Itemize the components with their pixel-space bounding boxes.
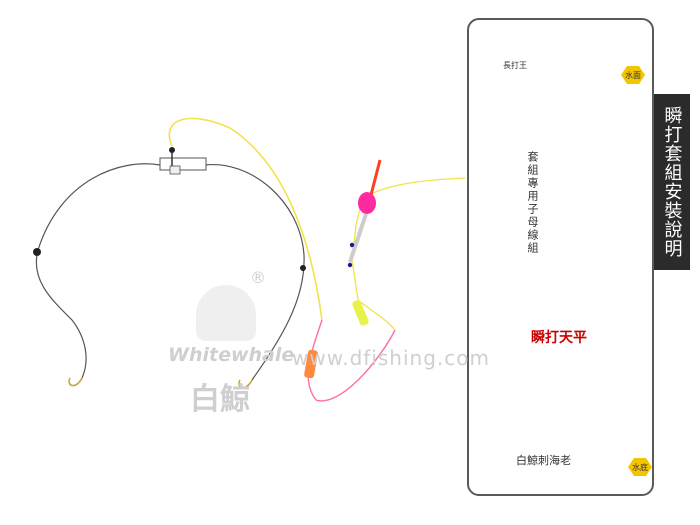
float-name-label: 長打王: [503, 61, 527, 70]
float-sleeve-yellow: [352, 299, 369, 326]
sinker-bead-left: [33, 248, 41, 256]
watermark-brand-cjk: 白鯨: [190, 382, 250, 417]
installation-panel: [467, 18, 654, 496]
instruction-title-tab: 瞬打套組安裝說明: [654, 94, 690, 270]
watermark-brand-latin: Whitewhale: [168, 344, 295, 366]
watermark-registered: ®: [250, 268, 266, 287]
pink-sleeve: [304, 349, 318, 379]
kit-name-label: 套組專用子母線組: [524, 150, 540, 256]
balance-wire-right: [204, 164, 305, 381]
float-antenna: [369, 159, 382, 196]
watermark-url: www.dfishing.com: [292, 346, 490, 370]
balance-center-clip: [159, 157, 207, 171]
balance-wire-left: [35, 163, 161, 379]
watermark-logo-icon: [196, 285, 256, 341]
sinker-bead-right: [300, 265, 306, 271]
yellow-main-line: [168, 117, 323, 321]
float-body-pink: [358, 192, 376, 214]
float-line: [351, 199, 396, 331]
rig-name-label: 瞬打天平: [531, 330, 587, 346]
hook-name-label: 白鯨刺海老: [516, 454, 571, 467]
hook-right: [238, 379, 253, 389]
water-bottom-badge: 水底: [628, 458, 652, 476]
pink-leader-line: [307, 319, 396, 402]
water-surface-badge: 水面: [621, 66, 645, 84]
hook-left: [68, 377, 83, 387]
